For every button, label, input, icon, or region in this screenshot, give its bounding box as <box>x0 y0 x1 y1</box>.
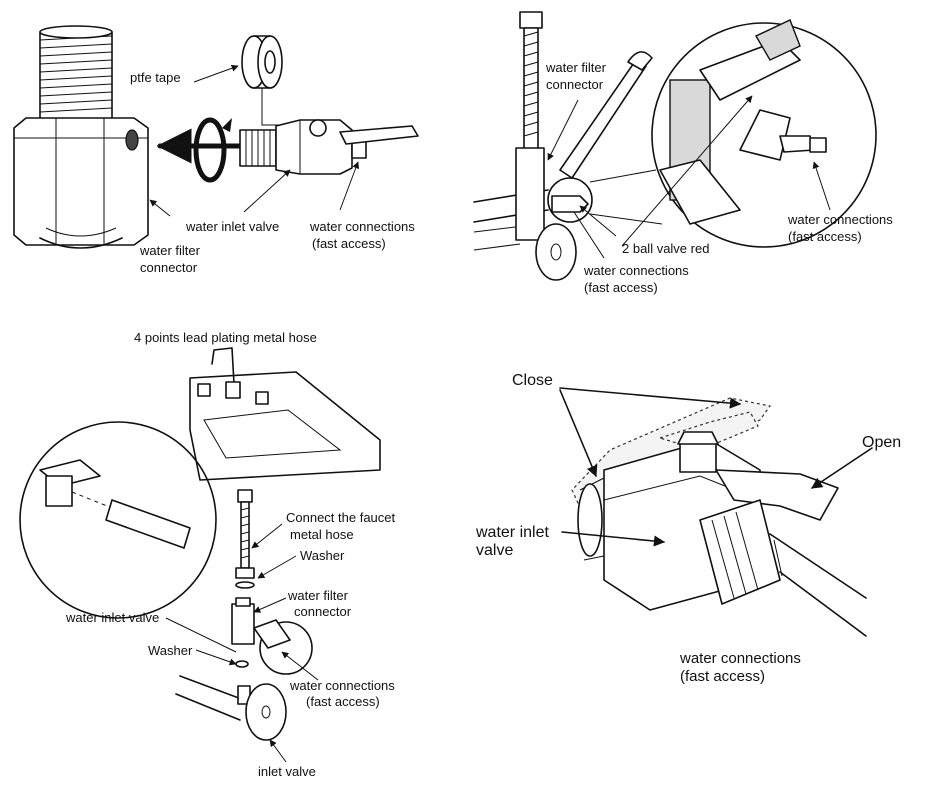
label-water-connections: water connections <box>584 263 689 278</box>
zoom-detail-circle <box>589 19 877 248</box>
bottom-left-panel <box>19 347 381 763</box>
label-water-filter: water filter <box>546 60 606 75</box>
rotation-icon <box>193 117 232 183</box>
sink-illustration <box>189 347 381 481</box>
label-water-filter: water filter <box>288 588 348 603</box>
label-zoom-fast-access: (fast access) <box>788 229 862 244</box>
label-zoom-water-connections: water connections <box>788 212 893 227</box>
label-connector: connector <box>546 77 604 92</box>
label-open: Open <box>862 434 902 451</box>
label-water-connections: water connections <box>680 650 801 667</box>
label-close: Close <box>512 372 553 389</box>
label-water-filter: water filter <box>140 243 200 258</box>
label-connector: connector <box>294 604 352 619</box>
label-metal-hose: metal hose <box>290 527 354 542</box>
hose-illustration <box>515 11 545 241</box>
label-water-inlet-valve: water inlet valve <box>186 219 280 234</box>
top-right-panel <box>473 11 877 281</box>
water-inlet-valve-illustration <box>239 119 419 175</box>
label-panel-title: 4 points lead plating metal hose <box>134 330 317 345</box>
label-ball-valve-red: 2 ball valve red <box>622 241 710 256</box>
label-fast-access: (fast access) <box>680 668 766 685</box>
label-fast-access: (fast access) <box>306 694 380 709</box>
label-fast-access: (fast access) <box>312 236 386 251</box>
label-water-inlet-valve: water inlet valve <box>66 610 160 625</box>
bottom-right-panel <box>559 387 873 637</box>
label-washer-left: Washer <box>148 643 193 658</box>
label-water-connections: water connections <box>290 678 395 693</box>
label-connect-faucet: Connect the faucet <box>286 510 396 525</box>
label-valve: valve <box>476 542 514 559</box>
label-inlet-valve: inlet valve <box>258 764 316 779</box>
top-left-panel <box>13 25 419 249</box>
label-connector: connector <box>140 260 198 275</box>
ball-valve-illustration <box>577 431 867 637</box>
label-fast-access: (fast access) <box>584 280 658 295</box>
metal-hose-illustration <box>235 489 255 589</box>
label-washer-top: Washer <box>300 548 345 563</box>
filter-connector-illustration <box>13 25 149 249</box>
label-water-connections: water connections <box>310 219 415 234</box>
inlet-knob-illustration <box>535 223 577 281</box>
ptfe-tape-illustration <box>241 35 283 126</box>
label-water-inlet: water inlet <box>476 524 549 541</box>
hose-zoom-circle <box>19 421 217 619</box>
label-ptfe-tape: ptfe tape <box>130 70 181 85</box>
